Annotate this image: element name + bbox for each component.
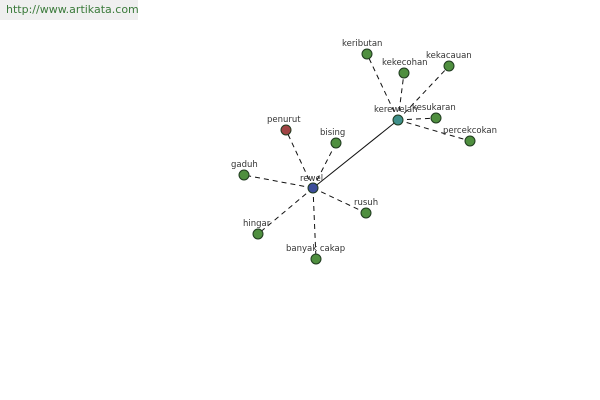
node-label-banyak-cakap[interactable]: banyak cakap <box>286 244 345 254</box>
edge-kerewelan-kekecohan <box>397 72 405 121</box>
node-label-keributan[interactable]: keributan <box>342 39 382 49</box>
node-rusuh[interactable] <box>360 207 372 219</box>
node-label-kerewelan[interactable]: kerewelan <box>374 105 418 115</box>
edge-kerewelan-kekacauan <box>397 65 450 121</box>
edge-rewel-hingar <box>257 187 314 235</box>
node-rewel[interactable] <box>307 182 319 194</box>
node-banyak-cakap[interactable] <box>310 253 322 265</box>
node-label-kekecohan[interactable]: kekecohan <box>382 58 428 68</box>
graph-nodes <box>238 48 476 265</box>
edge-kerewelan-keributan <box>366 53 399 121</box>
node-label-hingar[interactable]: hingar <box>243 219 271 229</box>
node-label-bising[interactable]: bising <box>320 128 345 138</box>
node-kekecohan[interactable] <box>398 67 410 79</box>
node-label-gaduh[interactable]: gaduh <box>231 160 258 170</box>
edge-rewel-kerewelan <box>312 119 399 189</box>
node-label-percekcokan[interactable]: percekcokan <box>443 126 497 136</box>
edge-kerewelan-kesukaran <box>397 117 437 121</box>
node-kerewelan[interactable] <box>392 114 404 126</box>
edge-rewel-gaduh <box>243 174 314 189</box>
graph-edges <box>243 53 471 260</box>
edge-rewel-penurut <box>285 129 314 189</box>
graph-labels: rewel kerewelan penurut bising gaduh hingar ba… <box>231 39 497 254</box>
edge-rewel-banyak-cakap <box>312 187 317 260</box>
node-kekacauan[interactable] <box>443 60 455 72</box>
node-label-kekacauan[interactable]: kekacauan <box>426 51 472 61</box>
node-label-kesukaran[interactable]: kesukaran <box>412 103 456 113</box>
node-kesukaran[interactable] <box>430 112 442 124</box>
node-percekcokan[interactable] <box>464 135 476 147</box>
edge-rewel-rusuh <box>312 187 367 214</box>
node-bising[interactable] <box>330 137 342 149</box>
node-label-rusuh[interactable]: rusuh <box>354 198 378 208</box>
edge-kerewelan-percekcokan <box>397 119 471 142</box>
node-hingar[interactable] <box>252 228 264 240</box>
node-gaduh[interactable] <box>238 169 250 181</box>
node-label-penurut[interactable]: penurut <box>267 115 301 125</box>
node-label-rewel[interactable]: rewel <box>300 174 323 184</box>
source-url-banner[interactable]: http://www.artikata.com <box>0 0 139 20</box>
node-penurut[interactable] <box>280 124 292 136</box>
node-keributan[interactable] <box>361 48 373 60</box>
